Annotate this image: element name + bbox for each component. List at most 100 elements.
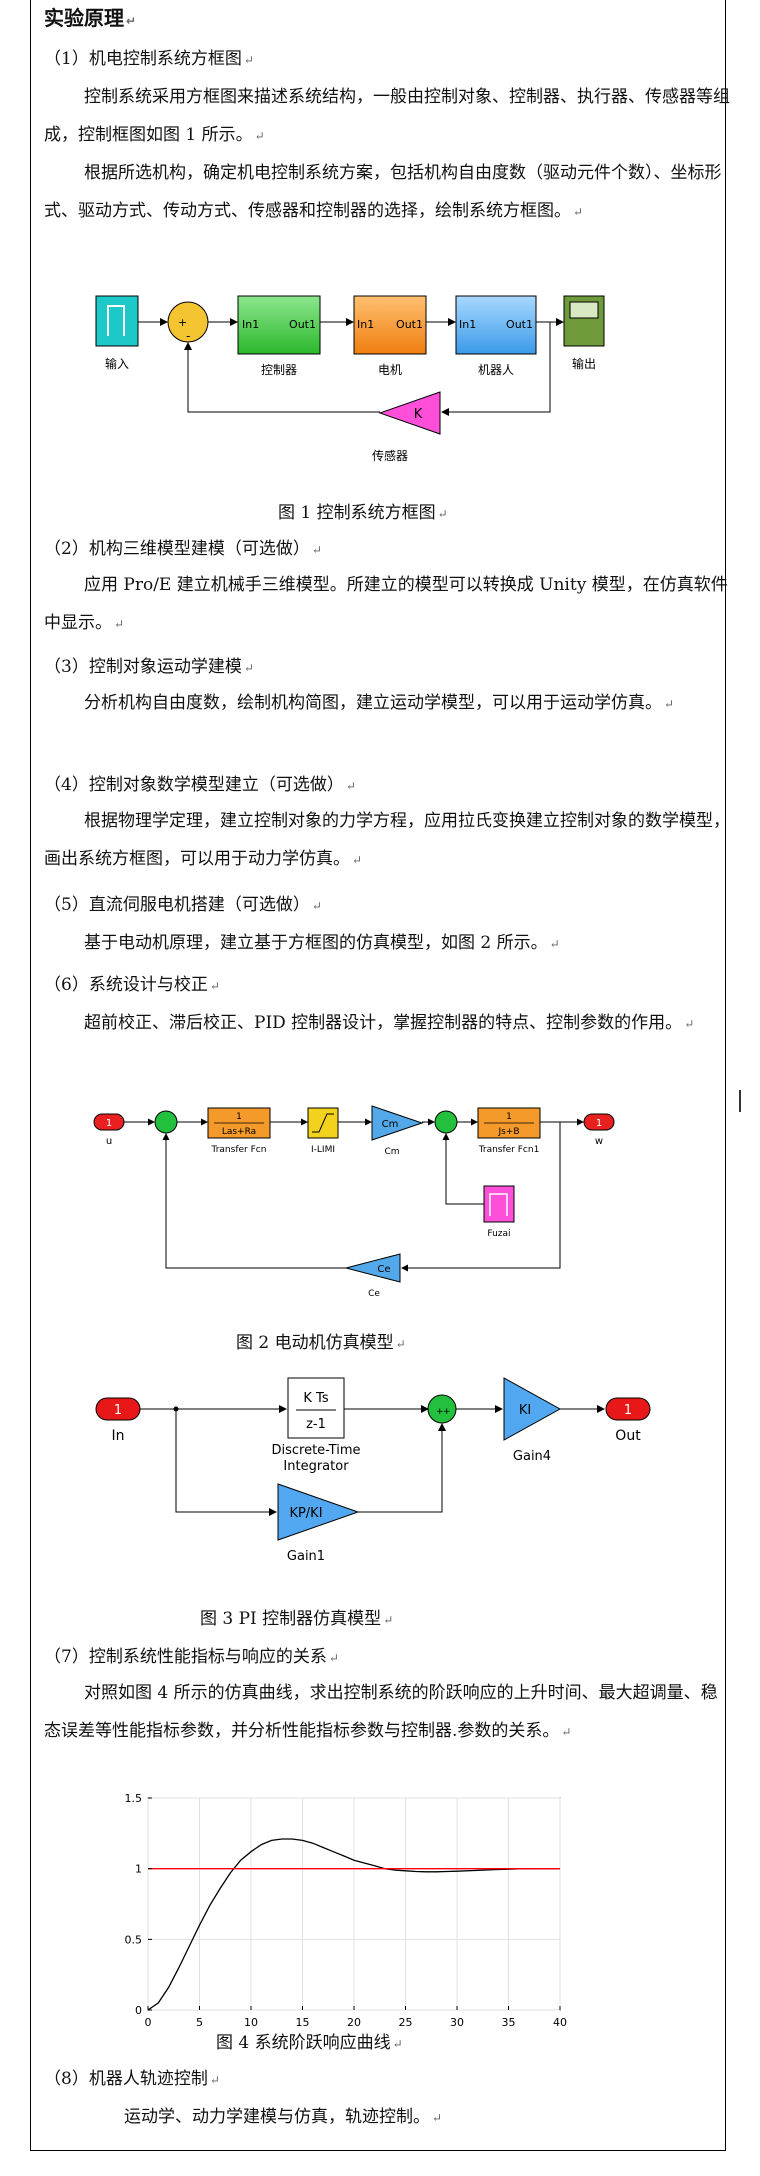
svg-text:Js+B: Js+B [497, 1127, 519, 1137]
svg-text:K: K [414, 407, 423, 422]
svg-text:1: 1 [624, 1403, 632, 1418]
svg-text:Fuzai: Fuzai [487, 1229, 510, 1239]
svg-text:z-1: z-1 [306, 1417, 326, 1432]
paragraph-5: 基于电动机原理，建立基于方框图的仿真模型，如图 2 所示。↵ [84, 933, 560, 953]
input-block [95, 295, 139, 347]
controller-block [237, 295, 321, 355]
svg-text:Cm: Cm [384, 1147, 399, 1157]
heading-1: （1）机电控制系统方框图↵ [44, 49, 254, 69]
svg-text:K Ts: K Ts [303, 1391, 328, 1406]
svg-text:Transfer Fcn1: Transfer Fcn1 [478, 1145, 540, 1155]
svg-text:+: + [178, 316, 187, 329]
x-tick-label: 30 [450, 2016, 464, 2029]
figure-1-block-diagram: 输入 + - In1 Out1 控制器 In1 Out1 电机 In1 Out1… [95, 295, 605, 463]
heading-5: （5）直流伺服电机搭建（可选做）↵ [44, 895, 322, 915]
caption-figure-2: 图 2 电动机仿真模型↵ [236, 1333, 406, 1353]
paragraph-1a: 控制系统采用方框图来描述系统结构，一般由控制对象、控制器、执行器、传感器等组成，… [44, 87, 730, 145]
controller-label: 控制器 [261, 363, 297, 377]
svg-text:-: - [186, 329, 190, 343]
port-out [605, 1397, 651, 1421]
svg-text:1: 1 [236, 1112, 242, 1122]
svg-text:In1: In1 [357, 318, 374, 331]
output-label: 输出 [572, 356, 596, 371]
paragraph-7: 对照如图 4 所示的仿真曲线，求出控制系统的阶跃响应的上升时间、最大超调量、稳态… [44, 1683, 718, 1741]
figure-4-step-response: 0 5 10 15 20 25 30 35 40 0 0.5 1 1.5 [125, 1792, 568, 2029]
heading-3: （3）控制对象运动学建模↵ [44, 657, 254, 677]
svg-text:Out1: Out1 [506, 318, 533, 331]
svg-text:+: + [443, 1407, 451, 1417]
discrete-integrator [287, 1377, 345, 1439]
y-tick-label: 1.5 [125, 1792, 143, 1805]
heading-2: （2）机构三维模型建模（可选做）↵ [44, 539, 322, 559]
text-cursor-mark [739, 1090, 741, 1112]
input-label: 输入 [105, 356, 129, 371]
svg-text:u: u [106, 1136, 112, 1147]
paragraph-3: 分析机构自由度数，绘制机构简图，建立运动学模型，可以用于运动学仿真。↵ [84, 693, 675, 713]
y-tick-label: 0.5 [125, 1933, 143, 1946]
svg-text:w: w [595, 1136, 603, 1147]
gain-cm [371, 1105, 424, 1141]
svg-text:+: + [436, 1407, 444, 1417]
y-tick-label: 1 [135, 1863, 142, 1876]
x-tick-label: 5 [196, 2016, 203, 2029]
y-tick-label: 0 [135, 2004, 142, 2017]
section-title: 实验原理↵ [44, 6, 137, 30]
svg-text:Integrator: Integrator [283, 1459, 349, 1474]
robot-label: 机器人 [478, 363, 514, 377]
heading-4: （4）控制对象数学模型建立（可选做）↵ [44, 775, 356, 795]
paragraph-4: 根据物理学定理，建立控制对象的力学方程，应用拉氏变换建立控制对象的数学模型，画出… [44, 811, 730, 869]
sum-2 [434, 1110, 458, 1134]
svg-text:1: 1 [506, 1112, 512, 1122]
robot-block [455, 295, 537, 355]
port-w [583, 1113, 615, 1131]
svg-text:Discrete-Time: Discrete-Time [271, 1443, 360, 1458]
gain-ki [503, 1377, 562, 1441]
x-tick-label: 20 [347, 2016, 361, 2029]
sensor-gain [378, 391, 441, 435]
motor-label: 电机 [378, 363, 402, 377]
svg-text:I-LIMI: I-LIMI [311, 1145, 335, 1155]
x-tick-label: 25 [399, 2016, 413, 2029]
fuzai-block [483, 1185, 515, 1223]
x-tick-label: 35 [502, 2016, 516, 2029]
svg-text:In1: In1 [242, 318, 259, 331]
sensor-label: 传感器 [372, 448, 408, 463]
svg-text:In: In [111, 1428, 124, 1444]
svg-text:Las+Ra: Las+Ra [222, 1127, 256, 1137]
x-tick-label: 15 [296, 2016, 310, 2029]
svg-text:In1: In1 [459, 318, 476, 331]
heading-7: （7）控制系统性能指标与响应的关系↵ [44, 1647, 339, 1667]
gain-ce [344, 1253, 401, 1283]
svg-text:Ce: Ce [377, 1264, 390, 1275]
document-frame [30, 0, 726, 2151]
svg-text:1: 1 [114, 1403, 122, 1418]
svg-text:KI: KI [519, 1403, 531, 1418]
svg-text:Gain1: Gain1 [287, 1549, 325, 1564]
sum-1 [154, 1110, 178, 1134]
caption-figure-4: 图 4 系统阶跃响应曲线↵ [216, 2033, 403, 2053]
response-curve [147, 1838, 560, 2011]
caption-figure-1: 图 1 控制系统方框图↵ [278, 503, 448, 523]
paragraph-8: 运动学、动力学建模与仿真，轨迹控制。↵ [124, 2107, 443, 2127]
svg-text:1: 1 [596, 1118, 602, 1129]
svg-text:Cm: Cm [382, 1119, 399, 1130]
motor-block [353, 295, 427, 355]
x-tick-label: 0 [145, 2016, 152, 2029]
paragraph-2: 应用 Pro/E 建立机械手三维模型。所建立的模型可以转换成 Unity 模型，… [44, 575, 728, 633]
figure-3-pi-model: 1 In K Ts z-1 Discrete-Time Integrator +… [95, 1377, 651, 1564]
svg-text:Transfer Fcn: Transfer Fcn [211, 1145, 267, 1155]
x-tick-label: 10 [244, 2016, 258, 2029]
heading-6: （6）系统设计与校正↵ [44, 975, 220, 995]
paragraph-1b: 根据所选机构，确定机电控制系统方案，包括机构自由度数（驱动元件个数）、坐标形式、… [44, 163, 722, 221]
svg-text:Out1: Out1 [396, 318, 423, 331]
svg-text:Out1: Out1 [289, 318, 316, 331]
caption-figure-3: 图 3 PI 控制器仿真模型↵ [200, 1609, 394, 1629]
heading-8: （8）机器人轨迹控制↵ [44, 2069, 220, 2089]
paragraph-6: 超前校正、滞后校正、PID 控制器设计，掌握控制器的特点、控制参数的作用。↵ [84, 1013, 695, 1033]
svg-text:Ce: Ce [368, 1289, 380, 1299]
figure-2-motor-model: 1 u 1 Las+Ra Transfer Fcn I-LIMI Cm Cm 1… [93, 1105, 615, 1299]
x-tick-label: 40 [553, 2016, 567, 2029]
svg-text:Gain4: Gain4 [513, 1449, 551, 1464]
gain-kp-ki [277, 1483, 360, 1541]
svg-text:Out: Out [615, 1428, 641, 1444]
